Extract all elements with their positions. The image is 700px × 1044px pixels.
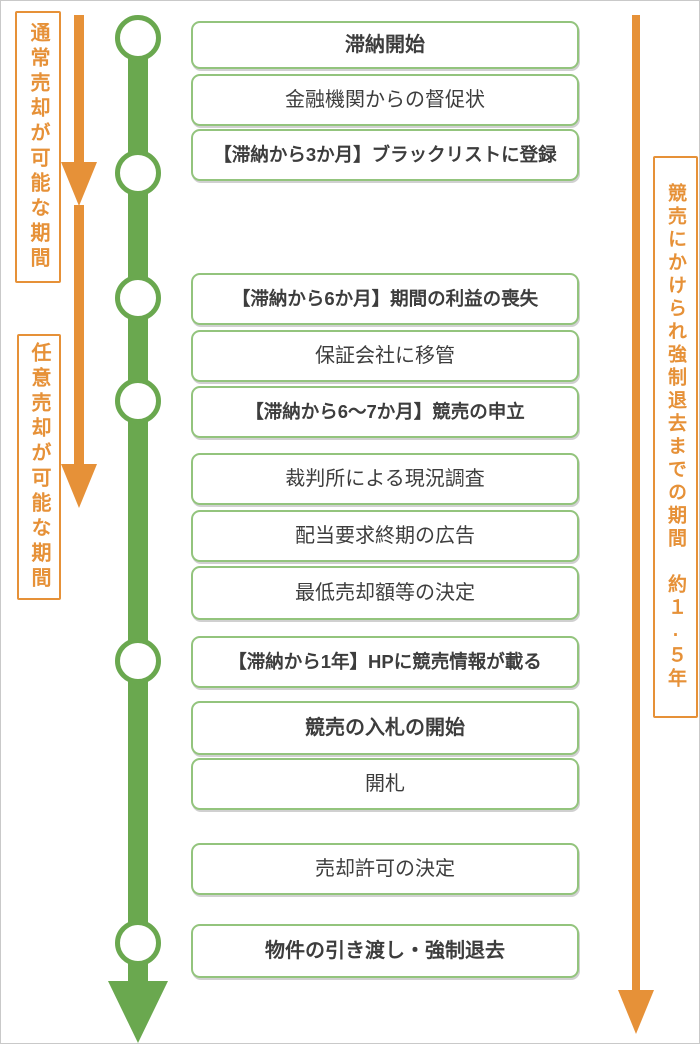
step-label: 【滞納から3か月】ブラックリストに登録 bbox=[213, 143, 557, 165]
step-box-court-survey: 裁判所による現況調査 bbox=[191, 453, 579, 505]
step-box-bidding-start: 競売の入札の開始 bbox=[191, 701, 579, 755]
normal-sale-arrow-line bbox=[74, 15, 84, 163]
auction-period-label: 競売にかけられ強制退去までの期間 約１.５年 bbox=[665, 183, 686, 691]
voluntary-sale-period-label-box: 任意売却が可能な期間 bbox=[17, 334, 61, 600]
normal-sale-period-label-box: 通常売却が可能な期間 bbox=[15, 11, 61, 283]
step-label: 金融機関からの督促状 bbox=[285, 89, 485, 111]
timeline-node-icon bbox=[115, 920, 161, 966]
auction-period-arrow-line bbox=[632, 15, 640, 991]
step-box-demand-letter: 金融機関からの督促状 bbox=[191, 74, 579, 126]
timeline-arrow-icon bbox=[108, 981, 168, 1043]
step-label: 最低売却額等の決定 bbox=[295, 582, 475, 604]
step-box-auction-filing: 【滞納から6～7か月】競売の申立 bbox=[191, 386, 579, 438]
step-box-blacklist: 【滞納から3か月】ブラックリストに登録 bbox=[191, 129, 579, 181]
step-label: 競売の入札の開始 bbox=[305, 717, 465, 739]
step-label: 保証会社に移管 bbox=[315, 345, 455, 367]
voluntary-sale-arrow-line bbox=[74, 205, 84, 465]
step-box-delinquency-start: 滞納開始 bbox=[191, 21, 579, 69]
step-label: 【滞納から6か月】期間の利益の喪失 bbox=[231, 287, 539, 309]
step-box-loss-of-term-benefit: 【滞納から6か月】期間の利益の喪失 bbox=[191, 273, 579, 325]
step-box-bid-opening: 開札 bbox=[191, 758, 579, 810]
step-box-handover-eviction: 物件の引き渡し・強制退去 bbox=[191, 924, 579, 978]
step-label: 開札 bbox=[365, 773, 405, 795]
step-box-auction-info-published: 【滞納から1年】HPに競売情報が載る bbox=[191, 636, 579, 688]
step-box-sale-approval: 売却許可の決定 bbox=[191, 843, 579, 895]
auction-period-down-arrow-icon bbox=[618, 990, 654, 1034]
step-label: 物件の引き渡し・強制退去 bbox=[265, 940, 505, 962]
timeline-node-icon bbox=[115, 150, 161, 196]
step-box-minimum-price: 最低売却額等の決定 bbox=[191, 566, 579, 620]
normal-sale-down-arrow-icon bbox=[61, 162, 97, 206]
timeline-node-icon bbox=[115, 638, 161, 684]
step-label: 【滞納から6～7か月】競売の申立 bbox=[245, 400, 525, 422]
voluntary-sale-period-label: 任意売却が可能な期間 bbox=[28, 342, 50, 592]
step-label: 滞納開始 bbox=[345, 34, 425, 56]
step-label: 配当要求終期の広告 bbox=[295, 525, 475, 547]
timeline-node-icon bbox=[115, 378, 161, 424]
step-label: 裁判所による現況調査 bbox=[285, 468, 485, 490]
step-box-transfer-to-guarantor: 保証会社に移管 bbox=[191, 330, 579, 382]
normal-sale-period-label: 通常売却が可能な期間 bbox=[27, 22, 49, 272]
step-label: 【滞納から1年】HPに競売情報が載る bbox=[228, 650, 542, 672]
timeline-node-icon bbox=[115, 15, 161, 61]
step-box-dividend-notice: 配当要求終期の広告 bbox=[191, 510, 579, 562]
voluntary-sale-down-arrow-icon bbox=[61, 464, 97, 508]
auction-period-label-box: 競売にかけられ強制退去までの期間 約１.５年 bbox=[653, 156, 698, 718]
timeline-node-icon bbox=[115, 275, 161, 321]
step-label: 売却許可の決定 bbox=[315, 858, 455, 880]
